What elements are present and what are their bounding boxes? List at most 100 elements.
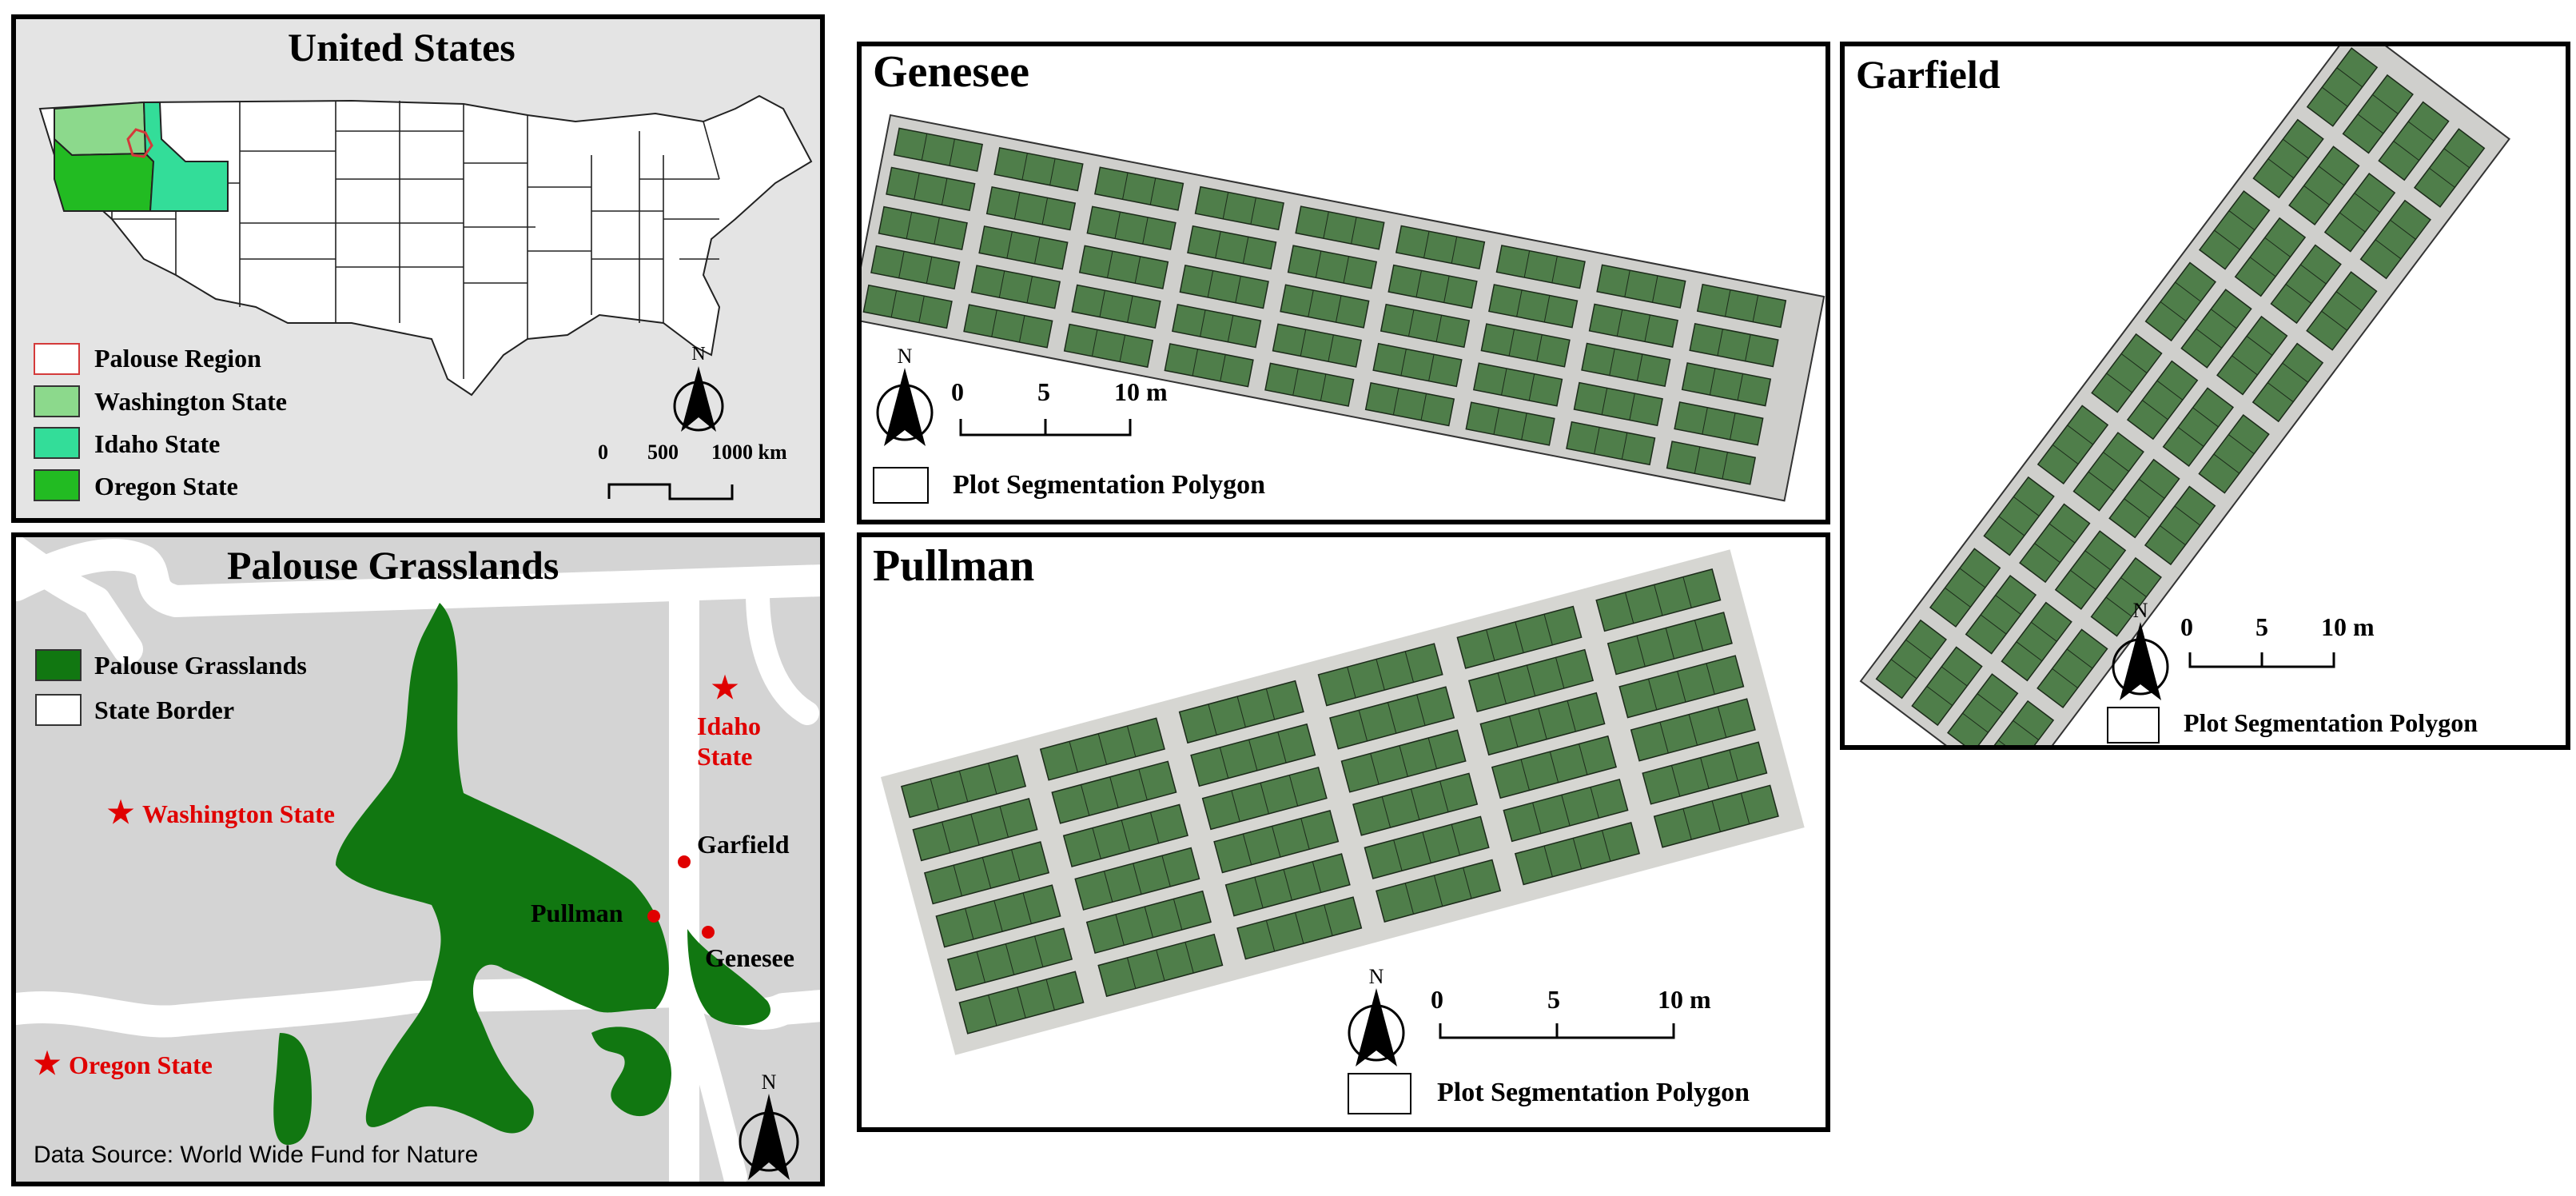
road-north-a bbox=[16, 537, 143, 664]
plot-divider bbox=[1011, 849, 1021, 881]
scale-tick-0: 0 bbox=[598, 441, 608, 464]
scale-tick-10m: 10 m bbox=[1114, 377, 1168, 406]
genesee-title: Genesee bbox=[873, 47, 1029, 97]
plot-polygon bbox=[2306, 47, 2379, 127]
plot-divider bbox=[2303, 185, 2330, 205]
plot-polygon bbox=[1566, 421, 1656, 466]
plot-divider bbox=[1905, 639, 1932, 660]
legend-swatch-plot-polygon bbox=[873, 467, 929, 504]
plot-divider bbox=[1138, 768, 1148, 800]
plot-divider bbox=[2120, 577, 2147, 597]
plot-polygon bbox=[1911, 646, 1983, 727]
plot-polygon bbox=[2252, 342, 2324, 423]
plot-divider bbox=[2283, 138, 2309, 159]
plot-divider bbox=[1260, 783, 1269, 815]
plot-polygon bbox=[2413, 128, 2486, 208]
scale-tick-5: 5 bbox=[1547, 985, 1560, 1014]
plot-polygon bbox=[878, 205, 968, 251]
plot-divider bbox=[1926, 686, 1953, 706]
plot-divider bbox=[1422, 831, 1431, 863]
plot-divider bbox=[2336, 67, 2363, 88]
plot-divider bbox=[2196, 328, 2223, 349]
legend-label-plot-polygon: Plot Segmentation Polygon bbox=[2184, 708, 2478, 737]
garfield-panel: Garfield N 0 5 10 m Plot Segmentation Po… bbox=[1840, 42, 2570, 750]
plot-divider bbox=[2285, 284, 2312, 304]
plot-divider bbox=[1404, 883, 1415, 915]
plot-divider bbox=[2335, 291, 2363, 312]
plot-polygon bbox=[2306, 271, 2378, 351]
plot-divider bbox=[918, 296, 925, 323]
site-marker-genesee bbox=[702, 926, 715, 939]
plot-divider bbox=[890, 290, 898, 317]
plot-polygon bbox=[2180, 289, 2252, 369]
us-map-title: United States bbox=[288, 25, 516, 70]
plot-divider bbox=[1351, 217, 1357, 245]
plot-divider bbox=[1133, 863, 1142, 895]
scale-tick-1000: 1000 km bbox=[711, 441, 787, 464]
plot-divider bbox=[2138, 478, 2165, 499]
plot-divider bbox=[1173, 899, 1183, 931]
plot-divider bbox=[1654, 584, 1663, 616]
plot-divider bbox=[2318, 165, 2345, 186]
plot-divider bbox=[1092, 827, 1101, 859]
plot-polygon bbox=[893, 127, 984, 172]
plot-polygon bbox=[1488, 284, 1579, 329]
plot-divider bbox=[1324, 904, 1333, 936]
plot-divider bbox=[1629, 393, 1635, 421]
plot-divider bbox=[1200, 309, 1206, 337]
plot-polygon bbox=[1264, 362, 1355, 407]
plot-divider bbox=[1410, 788, 1420, 820]
legend-label-state-border: State Border bbox=[94, 696, 235, 724]
plot-divider bbox=[1694, 620, 1704, 652]
data-source-text: Data Source: World Wide Fund for Nature bbox=[34, 1142, 479, 1168]
idaho-state bbox=[142, 102, 229, 212]
plot-divider bbox=[981, 857, 992, 889]
grassland-main bbox=[336, 603, 669, 1134]
plot-divider bbox=[914, 173, 920, 200]
scale-bar bbox=[607, 483, 734, 500]
plot-divider bbox=[1207, 270, 1214, 298]
plot-divider bbox=[1601, 388, 1608, 415]
north-arrow-icon: N bbox=[2112, 599, 2169, 700]
legend-label-idaho: Idaho State bbox=[94, 429, 221, 458]
plot-divider bbox=[1091, 329, 1098, 357]
plot-divider bbox=[2160, 301, 2187, 321]
scale-tick-0: 0 bbox=[1431, 985, 1443, 1014]
plot-divider bbox=[1283, 869, 1292, 901]
plot-divider bbox=[993, 900, 1003, 932]
plot-divider bbox=[2120, 353, 2148, 373]
plot-divider bbox=[965, 908, 974, 940]
plot-divider bbox=[1561, 795, 1571, 827]
plot-divider bbox=[1013, 192, 1021, 220]
plot-divider bbox=[1142, 217, 1149, 245]
plot-divider bbox=[2232, 355, 2258, 376]
plot-divider bbox=[1343, 256, 1349, 284]
plot-divider bbox=[1515, 621, 1524, 653]
plot-divider bbox=[1312, 861, 1322, 893]
plot-divider bbox=[1508, 329, 1515, 357]
plot-polygon bbox=[1581, 342, 1671, 388]
plot-polygon bbox=[1179, 264, 1269, 309]
plot-divider bbox=[1509, 716, 1519, 748]
plot-divider bbox=[1737, 373, 1744, 401]
plot-divider bbox=[942, 821, 951, 853]
plot-divider bbox=[949, 138, 955, 166]
plot-divider bbox=[2321, 310, 2347, 331]
plot-divider bbox=[1393, 839, 1403, 871]
plot-divider bbox=[988, 995, 997, 1027]
plot-divider bbox=[1443, 276, 1450, 303]
plot-divider bbox=[1740, 792, 1750, 824]
plot-divider bbox=[1308, 289, 1314, 317]
plot-divider bbox=[1549, 751, 1559, 783]
plot-divider bbox=[1387, 702, 1397, 734]
legend-swatch-state-border bbox=[35, 694, 82, 726]
plot-divider bbox=[2175, 281, 2201, 302]
plot-divider bbox=[2214, 229, 2240, 250]
plot-divider bbox=[1242, 833, 1252, 865]
plot-divider bbox=[1415, 270, 1422, 297]
plot-polygon bbox=[1947, 673, 2019, 745]
plot-divider bbox=[1523, 250, 1531, 278]
plot-divider bbox=[2084, 550, 2112, 571]
plot-polygon bbox=[2037, 628, 2108, 709]
plot-polygon bbox=[2234, 217, 2307, 297]
